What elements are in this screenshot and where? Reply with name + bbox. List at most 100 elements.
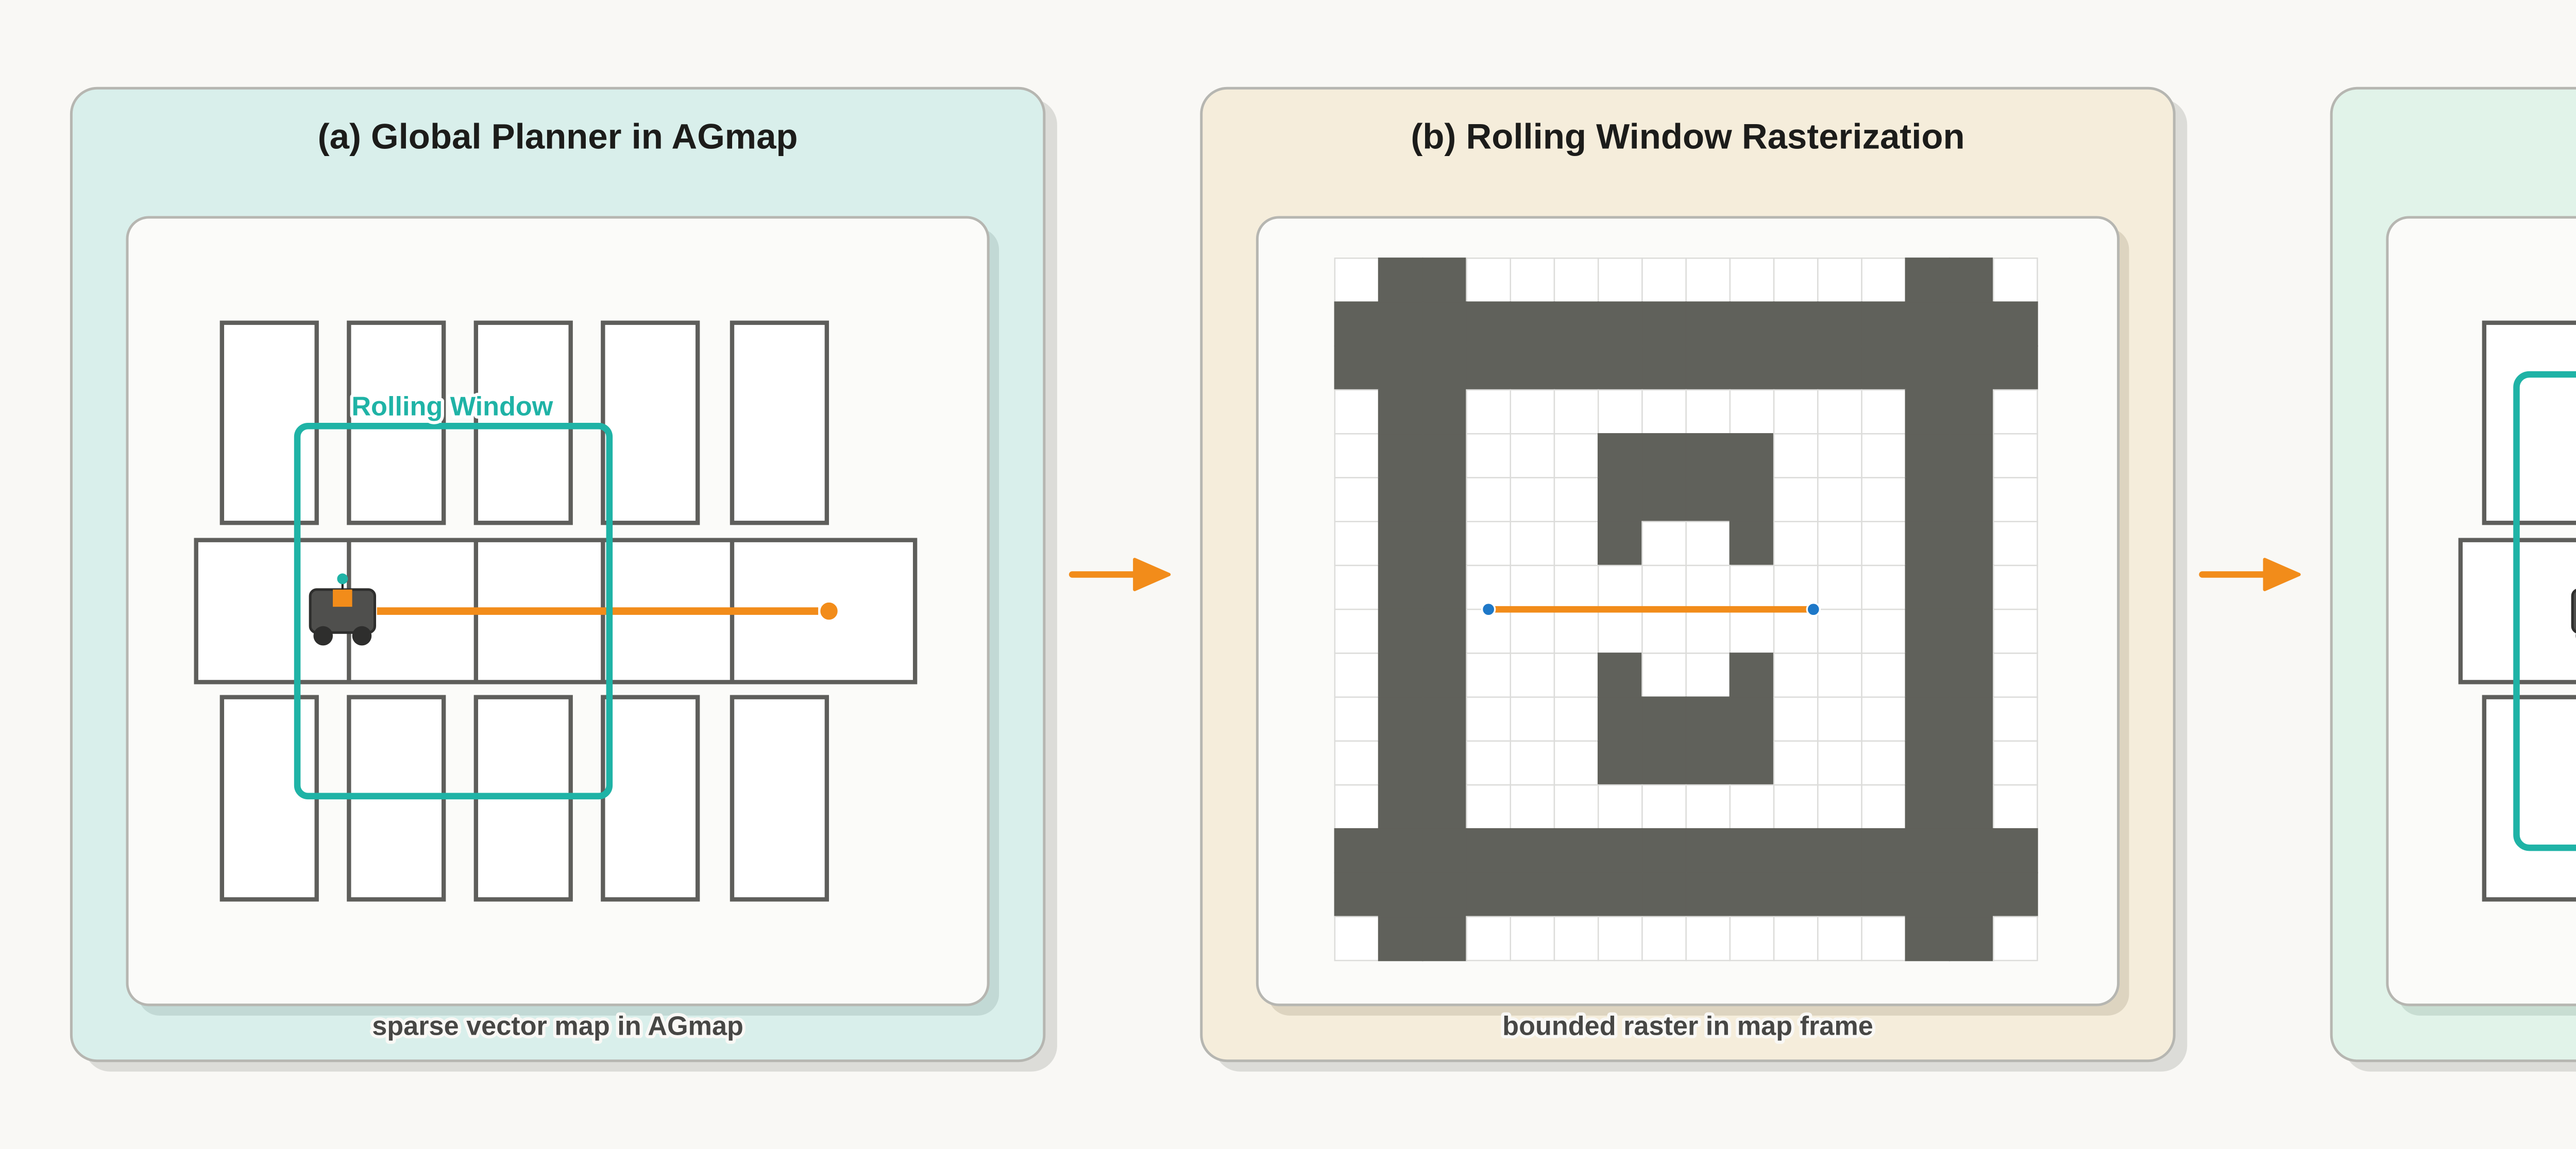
free-cell — [1510, 477, 1555, 522]
occupied-cell — [1422, 872, 1467, 918]
robot-icon — [309, 573, 376, 646]
occupied-cell — [1466, 345, 1511, 391]
shelf — [2482, 320, 2576, 525]
shelves-top — [2482, 320, 2576, 525]
occupied-cell — [1905, 301, 1951, 347]
arrow-right-icon — [1069, 558, 1171, 591]
free-cell — [1773, 258, 1819, 303]
occupied-cell — [1948, 258, 1994, 303]
free-cell — [1334, 740, 1380, 786]
occupied-cell — [1685, 477, 1731, 522]
free-cell — [1553, 564, 1599, 610]
free-cell — [1861, 258, 1907, 303]
occupied-cell — [1773, 828, 1819, 873]
occupied-cell — [1729, 433, 1775, 478]
free-cell — [1553, 477, 1599, 522]
panel-a-title: (a) Global Planner in AGmap — [318, 116, 798, 156]
free-cell — [1729, 784, 1775, 830]
occupied-cell — [1861, 872, 1907, 918]
free-cell — [1641, 564, 1687, 610]
occupied-cell — [1641, 872, 1687, 918]
occupied-cell — [1905, 477, 1951, 522]
occupied-cell — [1597, 301, 1643, 347]
end-point-icon — [1806, 602, 1821, 617]
free-cell — [1993, 433, 2038, 478]
free-cell — [1861, 740, 1907, 786]
raster-path — [1481, 602, 1821, 617]
free-cell — [1817, 564, 1862, 610]
free-cell — [1641, 258, 1687, 303]
occupied-cell — [1861, 345, 1907, 391]
occupied-cell — [1729, 872, 1775, 918]
free-cell — [1817, 916, 1862, 962]
free-cell — [1729, 389, 1775, 435]
occupied-cell — [1905, 872, 1951, 918]
free-cell — [1861, 916, 1907, 962]
occupied-cell — [1422, 521, 1467, 567]
occupied-cell — [1861, 828, 1907, 873]
shelf — [219, 320, 319, 525]
free-cell — [1553, 653, 1599, 698]
free-cell — [1773, 433, 1819, 478]
rolling-window-label: Rolling Window — [351, 391, 553, 421]
occupied-cell — [1334, 828, 1380, 873]
shelf — [2482, 695, 2576, 902]
occupied-cell — [1905, 784, 1951, 830]
free-cell — [1334, 389, 1380, 435]
occupied-cell — [1905, 828, 1951, 873]
occupied-cell — [1466, 828, 1511, 873]
occupied-cell — [1948, 653, 1994, 698]
occupied-cell — [1817, 872, 1862, 918]
free-cell — [1553, 433, 1599, 478]
free-cell — [1641, 784, 1687, 830]
free-cell — [1510, 696, 1555, 742]
occupied-cell — [1948, 784, 1994, 830]
free-cell — [1773, 564, 1819, 610]
occupied-cell — [1422, 740, 1467, 786]
free-cell — [1729, 564, 1775, 610]
free-cell — [1861, 784, 1907, 830]
occupied-cell — [1948, 872, 1994, 918]
shelf — [730, 320, 829, 525]
free-cell — [1334, 477, 1380, 522]
occupied-cell — [1378, 258, 1423, 303]
occupied-cell — [1378, 521, 1423, 567]
occupied-cell — [1905, 258, 1951, 303]
occupied-cell — [1993, 872, 2038, 918]
occupied-cell — [1905, 389, 1951, 435]
occupied-cell — [1510, 345, 1555, 391]
free-cell — [1510, 608, 1555, 654]
free-cell — [1641, 916, 1687, 962]
occupied-cell — [1466, 301, 1511, 347]
free-cell — [1466, 784, 1511, 830]
free-cell — [1729, 608, 1775, 654]
free-cell — [1466, 653, 1511, 698]
free-cell — [1510, 564, 1555, 610]
free-cell — [1334, 564, 1380, 610]
free-cell — [1861, 696, 1907, 742]
occupied-cell — [1729, 477, 1775, 522]
occupied-cell — [1905, 345, 1951, 391]
free-cell — [1993, 477, 2038, 522]
occupied-cell — [1422, 653, 1467, 698]
free-cell — [1334, 608, 1380, 654]
occupied-cell — [1993, 828, 2038, 873]
free-cell — [1466, 521, 1511, 567]
occupied-cell — [1422, 433, 1467, 478]
free-cell — [1641, 608, 1687, 654]
occupied-cell — [1641, 740, 1687, 786]
panel-b: (b) Rolling Window Rasterization bounded… — [1200, 87, 2188, 1072]
occupied-cell — [1685, 696, 1731, 742]
occupied-cell — [1422, 784, 1467, 830]
free-cell — [1510, 521, 1555, 567]
free-cell — [1817, 653, 1862, 698]
occupied-cell — [1378, 389, 1423, 435]
occupied-cell — [1948, 345, 1994, 391]
occupied-cell — [1422, 477, 1467, 522]
occupied-cell — [1597, 653, 1643, 698]
free-cell — [1817, 696, 1862, 742]
free-cell — [1334, 696, 1380, 742]
occupied-cell — [1378, 828, 1423, 873]
free-cell — [1641, 521, 1687, 567]
